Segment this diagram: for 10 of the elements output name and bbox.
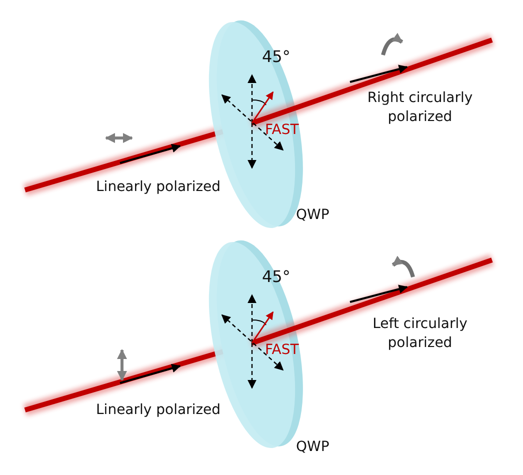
beam-label: Linearly polarized	[96, 178, 221, 197]
axis-label: FAST	[265, 341, 299, 360]
beam-label: Linearly polarized	[96, 401, 221, 420]
beam-label: Left circularly polarized	[372, 315, 468, 353]
plate-label: QWP	[296, 438, 330, 457]
beam-label: Right circularly polarized	[366, 89, 474, 127]
angle-label: 45°	[262, 267, 290, 286]
angle-label: 45°	[262, 47, 290, 66]
axis-label: FAST	[265, 121, 299, 140]
plate-label: QWP	[296, 206, 330, 225]
